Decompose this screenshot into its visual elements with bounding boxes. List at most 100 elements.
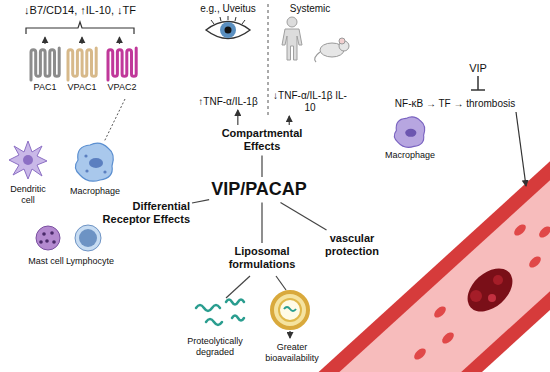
branch-line	[226, 276, 250, 298]
receptor-symbol	[108, 48, 136, 80]
connector	[81, 37, 82, 44]
mouse-ear	[339, 38, 345, 44]
red-blood-cell	[440, 330, 456, 345]
node-text: ↓B7/CD14, ↑IL-10, ↓TF	[24, 4, 136, 17]
node-text: ↑TNF-α/IL-1β	[198, 96, 257, 108]
granule	[103, 170, 106, 173]
thrombus-cell	[493, 275, 503, 285]
text-label: Dendritic cell	[6, 184, 50, 206]
connector	[237, 110, 238, 125]
mouse-icon	[315, 38, 349, 62]
node-text: Differential Receptor Effects	[90, 200, 190, 226]
category-label: vascular protection	[319, 232, 385, 258]
mast-cell	[36, 226, 60, 250]
granule	[85, 169, 88, 172]
connector	[192, 200, 209, 203]
human-body	[282, 29, 302, 60]
text-label: Greater bioavailability	[256, 342, 328, 364]
nucleus	[89, 158, 103, 168]
red-blood-cell	[537, 224, 550, 239]
leader-line	[104, 99, 125, 142]
peptide-fragment	[226, 300, 244, 305]
granule	[45, 239, 49, 243]
blood-vessel	[330, 172, 550, 372]
branch-line	[276, 276, 286, 290]
connector	[119, 37, 120, 44]
text-label: Proteolytically degraded	[179, 336, 251, 358]
node-text: VPAC2	[103, 82, 141, 93]
node-text: ↓TNF-α/IL-1β IL-10	[273, 90, 348, 114]
iris	[220, 22, 236, 38]
peptide-fragment	[206, 319, 222, 325]
bracket	[26, 22, 134, 34]
text-label: Macrophage	[385, 150, 435, 161]
peptide-fragment	[196, 305, 220, 311]
arrow	[516, 112, 526, 186]
macrophage	[394, 117, 424, 148]
mouse-tail	[315, 52, 320, 62]
nucleus	[23, 155, 33, 165]
vessel-lumen	[330, 172, 550, 372]
red-blood-cell	[527, 254, 543, 269]
vessel-wall	[330, 172, 550, 372]
category-label: Differential Receptor Effects	[90, 200, 190, 226]
nucleus	[405, 129, 416, 137]
effect-text: ↑TNF-α/IL-1β	[198, 96, 257, 108]
peptide-fragments	[196, 300, 244, 326]
liposome-core	[279, 299, 301, 321]
receptor-box: VPAC1	[64, 46, 100, 93]
node-text: vascular protection	[319, 232, 385, 258]
inhibition-bar	[471, 89, 485, 91]
nucleus	[79, 229, 97, 247]
receptor-symbol	[31, 48, 59, 80]
text-label: e.g., Uveitus	[200, 3, 256, 15]
text-label: Mast cell	[28, 256, 64, 267]
thrombus-cell	[470, 290, 482, 302]
text-label: Lymphocyte	[66, 256, 114, 267]
lymphocyte	[75, 225, 101, 251]
node-text: VIP/PACAP	[211, 179, 307, 201]
thrombus	[459, 260, 520, 320]
dendritic-cell	[9, 141, 47, 179]
connector	[280, 203, 326, 230]
node-text: VPAC1	[64, 82, 100, 93]
pupil	[225, 27, 232, 34]
divider-line	[268, 4, 269, 116]
liposome-icon	[272, 292, 308, 328]
red-blood-cell	[432, 304, 448, 319]
eyelashes	[211, 16, 245, 24]
thrombus-cell	[488, 294, 496, 302]
receptor-box: VPAC2	[103, 46, 141, 93]
hub-label: VIP/PACAP	[211, 179, 307, 201]
granule	[84, 154, 87, 157]
text-label: NF-κB → TF → thrombosis	[395, 98, 515, 110]
connector	[261, 203, 262, 243]
granule	[42, 232, 46, 236]
granule	[50, 231, 54, 235]
macrophage	[75, 143, 113, 181]
node-text: PAC1	[27, 82, 63, 93]
eye-outline	[206, 22, 250, 39]
category-label: Liposomal formulations	[222, 245, 302, 271]
inhibition-line	[477, 76, 479, 90]
effect-text: ↓TNF-α/IL-1β IL-10	[273, 90, 348, 114]
human-icon	[282, 17, 302, 60]
receptor-box: PAC1	[27, 46, 63, 93]
lymphocyte-icon	[75, 225, 101, 251]
red-blood-cell	[512, 222, 528, 237]
connector	[261, 155, 262, 177]
connector	[44, 37, 45, 44]
peptide-fragment	[232, 316, 244, 321]
mast-cell-icon	[36, 226, 60, 250]
peptide	[284, 307, 296, 311]
effect-text: ↓B7/CD14, ↑IL-10, ↓TF	[24, 4, 136, 35]
node-text: Compartmental Effects	[218, 127, 306, 153]
macrophage-icon	[394, 117, 424, 148]
text-label: Systemic	[290, 3, 331, 15]
arrow	[289, 331, 290, 338]
dendritic-cell-icon	[9, 141, 47, 179]
receptor-symbol	[68, 48, 96, 80]
liposome	[272, 292, 308, 328]
node-text: Liposomal formulations	[222, 245, 302, 271]
